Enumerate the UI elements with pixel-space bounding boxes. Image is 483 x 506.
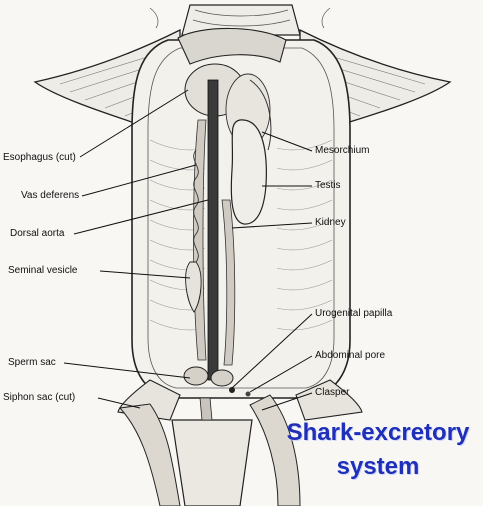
leader-urogenital-papilla (231, 313, 313, 389)
label-clasper: Clasper (315, 387, 350, 398)
leader-mesorchium (261, 131, 313, 152)
vas-deferens-coil (193, 149, 199, 263)
label-seminal-vesicle: Seminal vesicle (8, 265, 78, 276)
label-siphon-sac: Siphon sac (cut) (3, 392, 76, 403)
leader-kidney (231, 222, 313, 229)
label-kidney: Kidney (315, 217, 346, 228)
right-pelvic-fin (295, 379, 363, 421)
leader-vas-deferens (81, 164, 197, 197)
head-region (181, 4, 301, 36)
caption-line-2: system (336, 453, 420, 480)
mesorchium-shape (249, 79, 272, 151)
sperm-sac-shape (183, 366, 209, 386)
leader-siphon-sac (97, 397, 141, 409)
leader-dorsal-aorta (73, 199, 209, 235)
leader-sperm-sac (63, 362, 191, 379)
label-esophagus: Esophagus (cut) (3, 152, 76, 163)
leader-lines (63, 89, 313, 411)
leader-clasper (261, 392, 313, 411)
kidney-shape-right (221, 199, 236, 366)
tail-trunk (171, 419, 253, 506)
siphon-sac-shape (118, 403, 181, 506)
label-dorsal-aorta: Dorsal aorta (10, 228, 65, 239)
testis-shape (230, 119, 267, 225)
abdominal-pore-point (245, 391, 251, 397)
leader-esophagus (79, 89, 189, 158)
label-testis: Testis (315, 180, 341, 191)
clasper-shape (249, 394, 301, 506)
label-sperm-sac: Sperm sac (8, 357, 56, 368)
leader-seminal-vesicle (99, 270, 191, 279)
urogenital-papilla-point (229, 387, 235, 393)
esophagus (177, 27, 287, 65)
leader-abdominal-pore (249, 355, 313, 393)
caption-line-1: Shark-excretory (286, 419, 470, 446)
dorsal-aorta-vessel (207, 79, 219, 381)
label-vas-deferens: Vas deferens (21, 190, 80, 201)
label-abdominal-pore: Abdominal pore (315, 350, 386, 361)
label-urogenital-papilla: Urogenital papilla (315, 308, 393, 319)
label-mesorchium: Mesorchium (315, 145, 370, 156)
seminal-vesicle-shape (185, 261, 202, 313)
